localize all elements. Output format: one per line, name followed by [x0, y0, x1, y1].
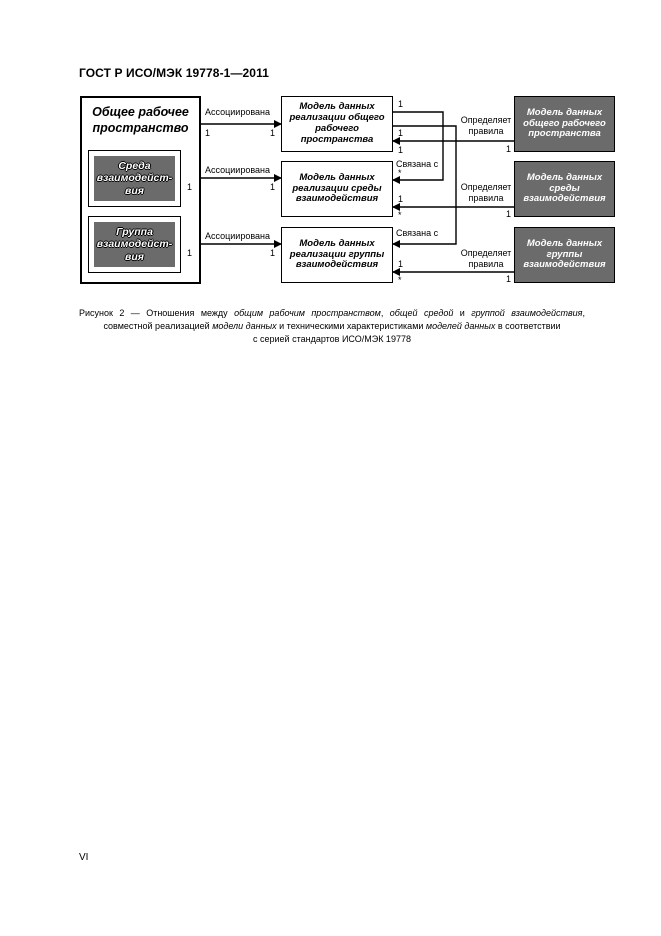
- workspace-impl-model-label: Модель данных реализации общего рабочего…: [289, 101, 385, 145]
- interaction-environment-box: Среда взаимодейст-вия: [88, 150, 181, 207]
- link-mult-source-1: 1: [398, 99, 404, 109]
- association-mult-left-1: 1: [205, 128, 211, 138]
- defines-mult-left-3: 1: [398, 259, 404, 269]
- interaction-group-label: Группа взаимодейст-вия: [96, 226, 173, 263]
- environment-model-spec-label: Модель данных среды взаимодействия: [523, 171, 606, 205]
- group-impl-model-box: Модель данных реализации группы взаимоде…: [281, 227, 393, 283]
- common-workspace-title: Общее рабочее пространство: [92, 105, 189, 136]
- document-header: ГОСТ Р ИСО/МЭК 19778-1—2011: [79, 66, 269, 80]
- figure-caption-line-3: с серией стандартов ИСО/МЭК 19778: [253, 334, 411, 344]
- link-line-2: [392, 125, 457, 248]
- defines-mult-right-2: 1: [506, 209, 512, 219]
- interaction-environment-label: Среда взаимодейст-вия: [96, 160, 173, 197]
- association-label-1: Ассоциирована: [205, 107, 270, 117]
- group-model-spec-box: Модель данных группы взаимодействия: [514, 227, 615, 283]
- defines-mult-left-1: 1: [398, 128, 404, 138]
- link-line-1: [392, 111, 444, 184]
- link-label-2: Связана с: [396, 228, 439, 238]
- defines-mult-left-2: 1: [398, 194, 404, 204]
- workspace-model-spec-box: Модель данных общего рабочего пространст…: [514, 96, 615, 152]
- association-label-3: Ассоциирована: [205, 231, 270, 241]
- defines-label-2: Определяет правила: [460, 182, 512, 203]
- environment-model-spec-box: Модель данных среды взаимодействия: [514, 161, 615, 217]
- connector-lines: [174, 111, 514, 276]
- group-impl-model-label: Модель данных реализации группы взаимоде…: [289, 237, 385, 271]
- interaction-group-box: Группа взаимодейст-вия: [88, 216, 181, 273]
- association-mult-right-3: 1: [270, 248, 276, 258]
- link-mult-target-3: *: [398, 275, 402, 285]
- association-mult-right-1: 1: [270, 128, 276, 138]
- defines-mult-right-3: 1: [506, 274, 512, 284]
- link-mult-target-1: *: [398, 168, 402, 178]
- page-number: VI: [79, 852, 89, 863]
- association-mult-left-3: 1: [187, 248, 193, 258]
- association-mult-left-2: 1: [187, 182, 193, 192]
- defines-label-1: Определяет правила: [460, 115, 512, 136]
- defines-mult-right-1: 1: [506, 144, 512, 154]
- figure-caption-line-1: Рисунок 2 — Отношения между общим рабочи…: [79, 308, 585, 318]
- link-mult-source-2: 1: [398, 145, 404, 155]
- environment-impl-model-label: Модель данных реализации среды взаимодей…: [292, 171, 382, 205]
- association-mult-right-2: 1: [270, 182, 276, 192]
- link-mult-target-2: *: [398, 210, 402, 220]
- relationship-diagram: Общее рабочее пространство Среда взаимод…: [0, 0, 661, 320]
- link-label-1: Связана с: [396, 159, 439, 169]
- group-model-spec-label: Модель данных группы взаимодействия: [523, 237, 606, 271]
- association-label-2: Ассоциирована: [205, 165, 270, 175]
- workspace-impl-model-box: Модель данных реализации общего рабочего…: [281, 96, 393, 152]
- environment-impl-model-box: Модель данных реализации среды взаимодей…: [281, 161, 393, 217]
- defines-label-3: Определяет правила: [460, 248, 512, 269]
- workspace-model-spec-label: Модель данных общего рабочего пространст…: [523, 106, 606, 140]
- figure-caption-line-2: совместной реализацией модели данных и т…: [103, 321, 561, 331]
